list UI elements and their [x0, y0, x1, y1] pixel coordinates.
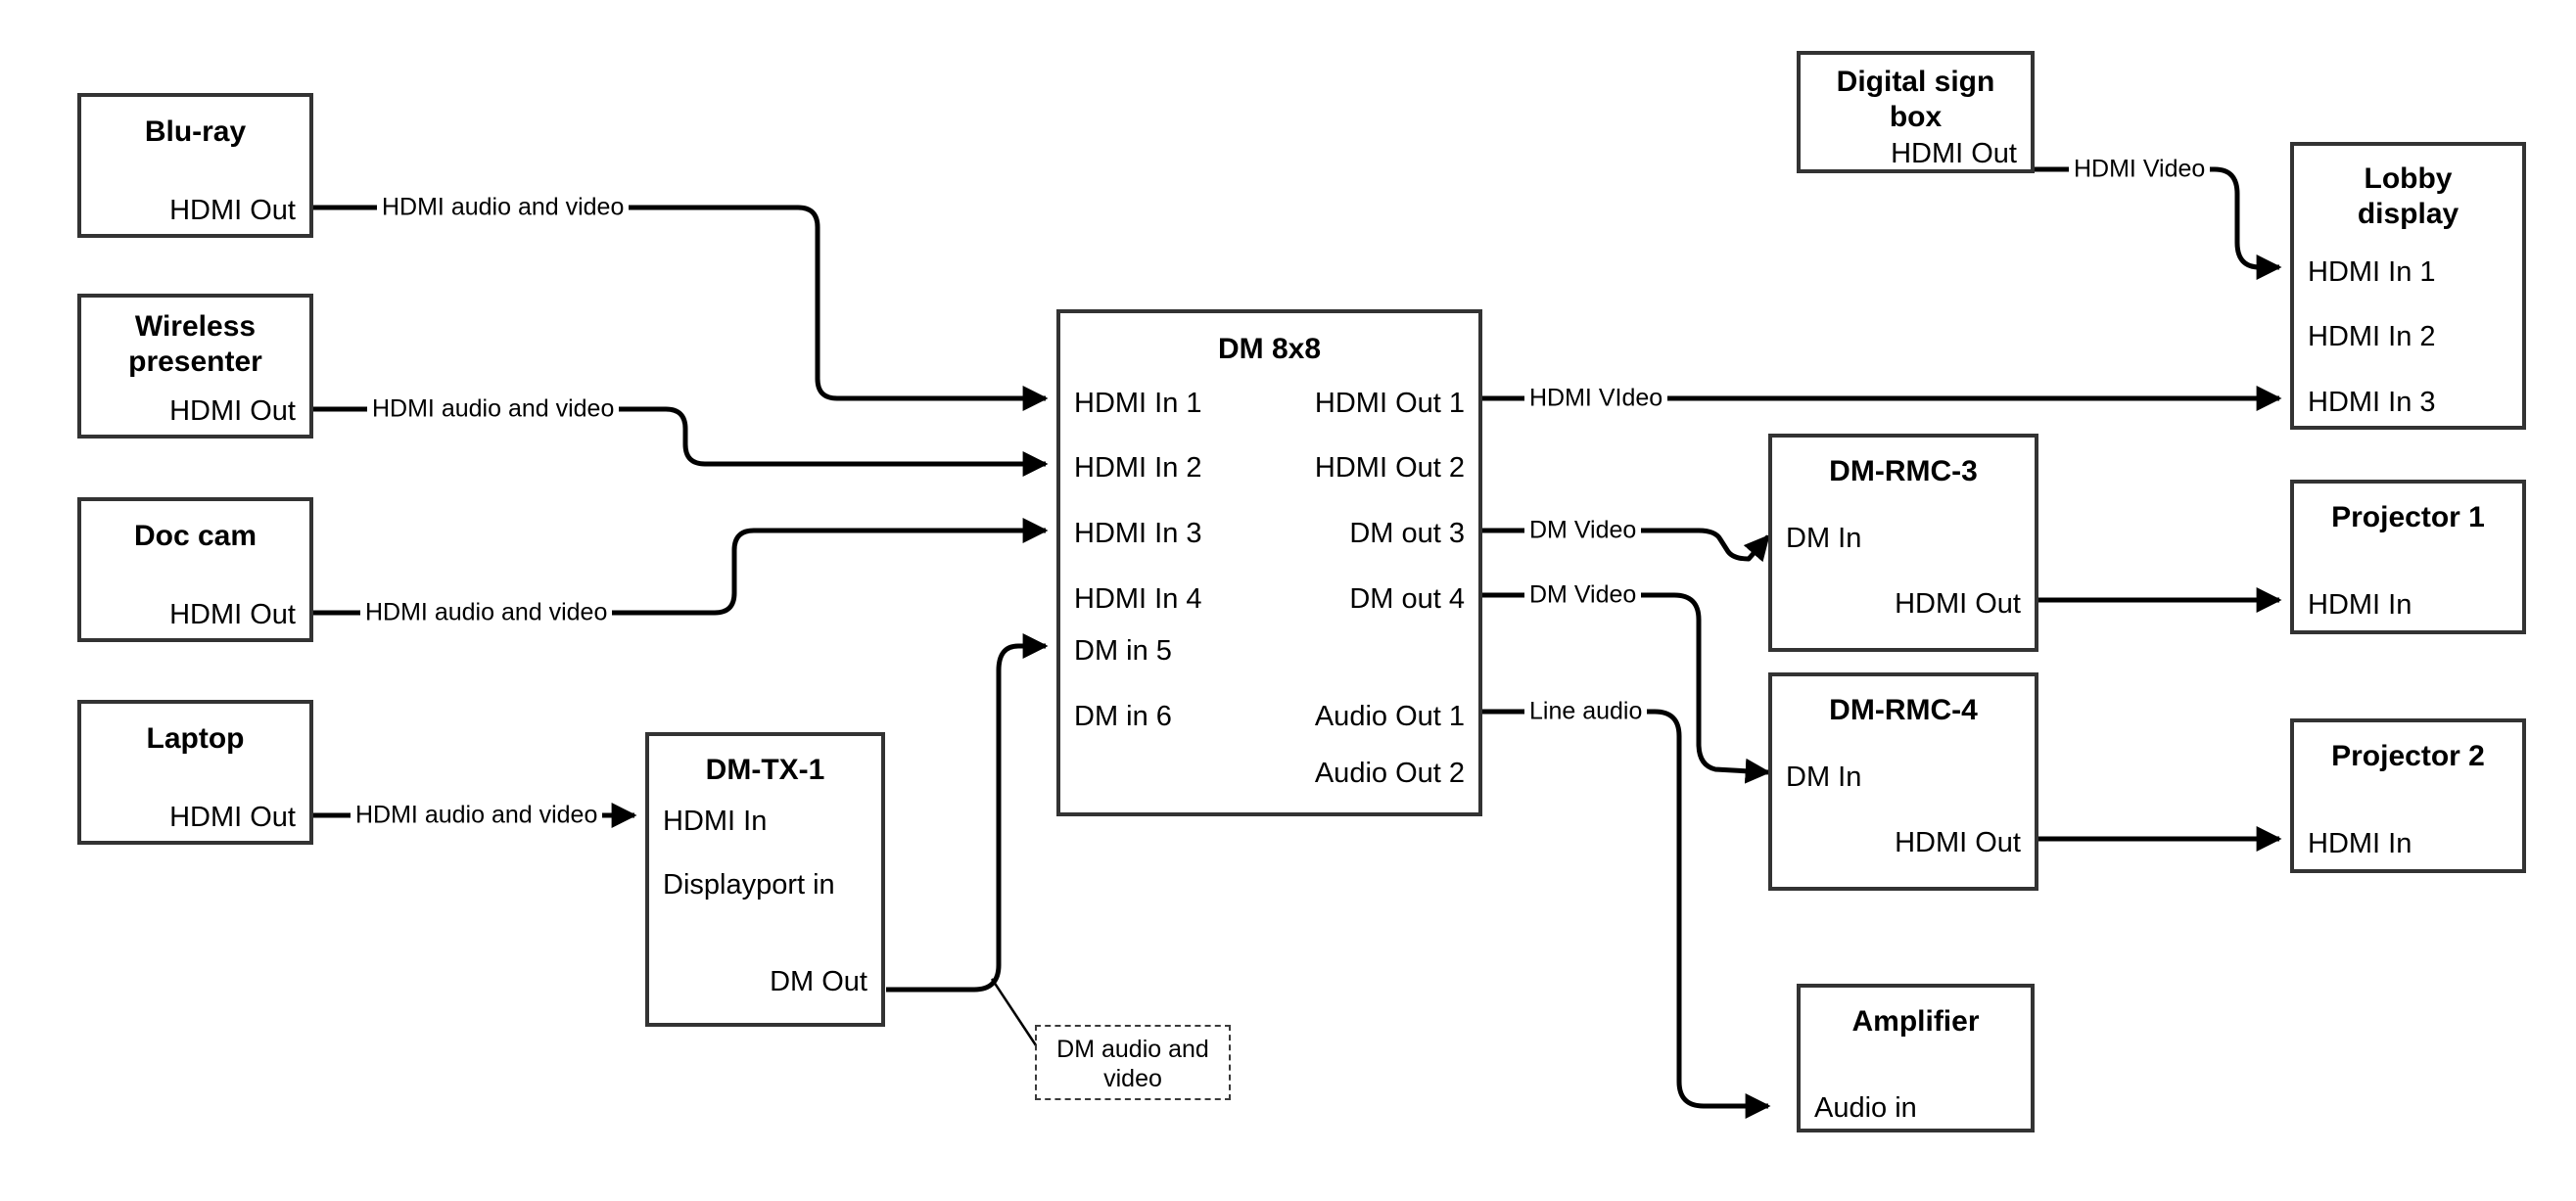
node-projector-1[interactable]: Projector 1 HDMI In [2290, 480, 2526, 634]
node-dm-rmc-3-port-dm-in: DM In [1786, 523, 1862, 554]
node-lobby-display-input-hdmi-in-2: HDMI In 2 [2308, 321, 2436, 352]
callout-dm-audio-and-video: DM audio and video [1035, 1025, 1231, 1100]
node-bluray-title: Blu-ray [144, 115, 247, 148]
node-doc-cam[interactable]: Doc cam HDMI Out [77, 497, 313, 642]
edge-label-sign-to-lobby: HDMI Video [2069, 155, 2211, 184]
node-dm-tx-1[interactable]: DM-TX-1 HDMI In Displayport in DM Out [645, 732, 885, 1027]
edge-label-doccam-to-dm-in3: HDMI audio and video [360, 598, 613, 627]
callout-leader-line [990, 978, 1038, 1046]
node-dm-rmc-4-title: DM-RMC-4 [1829, 694, 1978, 726]
node-laptop-title: Laptop [146, 722, 245, 755]
node-dm-8x8-input-hdmi-in-2: HDMI In 2 [1074, 452, 1202, 484]
node-dm-8x8-output-hdmi-out-1: HDMI Out 1 [1314, 388, 1465, 419]
node-dm-tx-1-port-displayport-in: Displayport in [663, 869, 835, 901]
node-dm-8x8[interactable]: DM 8x8 HDMI In 1 HDMI In 2 HDMI In 3 HDM… [1056, 309, 1482, 816]
wire-dm-dmout4-to-rmc4 [1482, 592, 1771, 784]
edge-label-laptop-to-dmtx1: HDMI audio and video [351, 801, 603, 830]
node-wireless-presenter-title-line1: Wireless [134, 310, 257, 343]
node-wireless-presenter[interactable]: Wireless presenter HDMI Out [77, 294, 313, 439]
node-doc-cam-title: Doc cam [133, 520, 258, 552]
node-amplifier-port-audio-in: Audio in [1814, 1092, 1917, 1124]
node-dm-tx-1-title: DM-TX-1 [705, 754, 825, 786]
node-projector-1-title: Projector 1 [2331, 501, 2485, 533]
node-lobby-display[interactable]: Lobby display HDMI In 1 HDMI In 2 HDMI I… [2290, 142, 2526, 430]
node-dm-8x8-title: DM 8x8 [1217, 333, 1322, 365]
node-projector-2-title: Projector 2 [2331, 740, 2485, 772]
node-digital-sign-box-port-hdmi-out: HDMI Out [1891, 138, 2017, 169]
edge-label-wireless-to-dm-in2: HDMI audio and video [367, 394, 620, 424]
node-dm-rmc-3-title: DM-RMC-3 [1829, 455, 1978, 487]
wire-dmtx1-to-dm-in5 [886, 633, 1049, 993]
node-dm-tx-1-port-hdmi-in: HDMI In [663, 806, 768, 837]
node-wireless-presenter-port-hdmi-out: HDMI Out [169, 395, 296, 427]
node-dm-8x8-input-hdmi-in-3: HDMI In 3 [1074, 518, 1202, 549]
node-dm-tx-1-port-dm-out: DM Out [770, 966, 867, 997]
node-amplifier-title: Amplifier [1851, 1005, 1980, 1038]
node-laptop-port-hdmi-out: HDMI Out [169, 802, 296, 833]
edge-label-hdmiout1-to-lobby: HDMI VIdeo [1524, 384, 1668, 413]
node-bluray-port-hdmi-out: HDMI Out [169, 195, 296, 226]
node-lobby-display-title-line1: Lobby [2364, 162, 2453, 195]
node-laptop[interactable]: Laptop HDMI Out [77, 700, 313, 845]
node-lobby-display-title-line2: display [2357, 198, 2459, 230]
node-dm-rmc-3[interactable]: DM-RMC-3 DM In HDMI Out [1768, 434, 2038, 652]
node-dm-8x8-input-dm-in-6: DM in 6 [1074, 701, 1172, 732]
node-projector-2-port-hdmi-in: HDMI In [2308, 828, 2412, 859]
edge-label-audioout1-to-amp: Line audio [1524, 697, 1648, 726]
node-projector-2[interactable]: Projector 2 HDMI In [2290, 718, 2526, 873]
node-wireless-presenter-title-line2: presenter [128, 346, 262, 378]
node-dm-rmc-4-port-dm-in: DM In [1786, 762, 1862, 793]
node-dm-8x8-input-dm-in-5: DM in 5 [1074, 635, 1172, 667]
node-dm-8x8-input-hdmi-in-4: HDMI In 4 [1074, 583, 1202, 615]
node-dm-8x8-output-audio-out-2: Audio Out 2 [1314, 758, 1465, 789]
node-dm-8x8-output-dm-out-4: DM out 4 [1349, 583, 1465, 615]
node-projector-1-port-hdmi-in: HDMI In [2308, 589, 2412, 621]
node-digital-sign-box-title-line2: box [1889, 101, 1943, 133]
node-digital-sign-box[interactable]: Digital sign box HDMI Out [1797, 51, 2035, 173]
node-lobby-display-input-hdmi-in-1: HDMI In 1 [2308, 256, 2436, 288]
wire-dm-audioout1-to-amplifier [1482, 709, 1771, 1119]
node-dm-rmc-3-port-hdmi-out: HDMI Out [1895, 588, 2021, 620]
callout-dm-audio-and-video-line2: video [1103, 1065, 1162, 1092]
callout-dm-audio-and-video-line1: DM audio and [1056, 1036, 1209, 1063]
node-bluray[interactable]: Blu-ray HDMI Out [77, 93, 313, 238]
edge-label-dmout4-to-rmc4: DM Video [1524, 580, 1642, 610]
edge-label-dmout3-to-rmc3: DM Video [1524, 516, 1642, 545]
node-dm-8x8-output-hdmi-out-2: HDMI Out 2 [1314, 452, 1465, 484]
node-doc-cam-port-hdmi-out: HDMI Out [169, 599, 296, 630]
node-dm-8x8-output-audio-out-1: Audio Out 1 [1314, 701, 1465, 732]
node-dm-rmc-4-port-hdmi-out: HDMI Out [1895, 827, 2021, 858]
node-dm-8x8-input-hdmi-in-1: HDMI In 1 [1074, 388, 1202, 419]
node-amplifier[interactable]: Amplifier Audio in [1797, 984, 2035, 1132]
node-dm-8x8-output-dm-out-3: DM out 3 [1349, 518, 1465, 549]
node-digital-sign-box-title-line1: Digital sign [1836, 66, 1995, 98]
edge-label-bluray-to-dm-in1: HDMI audio and video [377, 193, 630, 222]
node-lobby-display-input-hdmi-in-3: HDMI In 3 [2308, 387, 2436, 418]
node-dm-rmc-4[interactable]: DM-RMC-4 DM In HDMI Out [1768, 672, 2038, 891]
wire-bluray-to-dm-in1 [313, 205, 1049, 411]
wire-digitalsign-to-lobby-in1 [2034, 166, 2282, 280]
